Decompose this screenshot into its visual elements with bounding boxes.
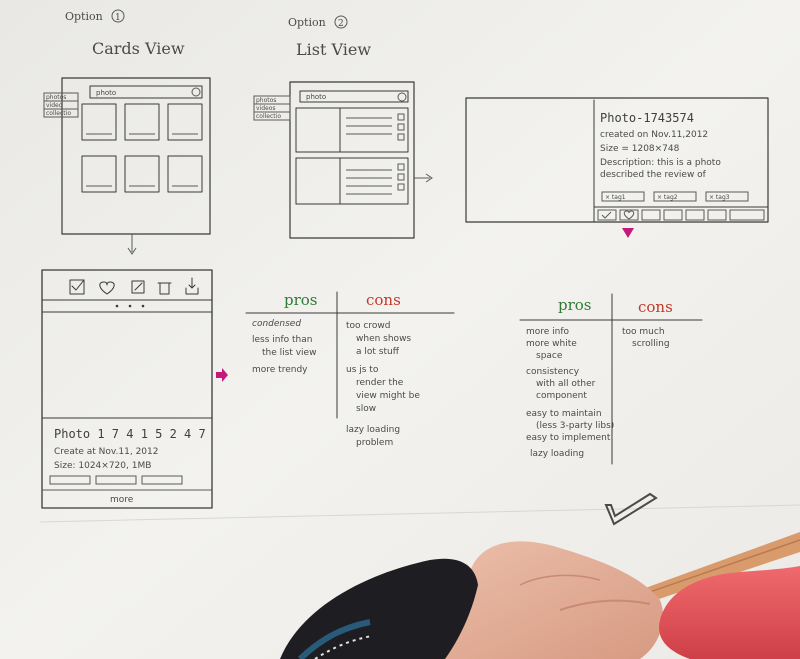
table2-pro-10: lazy loading [530,449,584,459]
cards-view-title: Cards View [92,39,185,58]
option-1-number: 1 [115,13,121,23]
hand [420,541,664,659]
table2-pro-7: easy to maintain [526,409,602,419]
preview-description-2: described the review of [600,170,707,180]
list-tab-photos: photos [256,97,276,104]
detail-more-label: more [110,495,134,505]
option-2-number: 2 [338,19,344,29]
table2-con-2: scrolling [632,339,670,349]
preview-description-1: Description: this is a photo [600,158,721,168]
table1-cons-title: cons [366,291,401,309]
table2-pro-6: component [536,391,587,401]
option-2-heading: Option 2 List View [288,15,371,59]
table2-con-1: too much [622,327,665,337]
table2-pros-title: pros [558,296,592,314]
list-tab-videos: videos [256,105,276,112]
table1-pro-4: more trendy [252,365,308,375]
list-tab-collection: collectio [256,113,281,120]
preview-tag-1: × tag1 [605,194,626,201]
cards-tab-collection: collectio [46,110,71,117]
sleeve [280,558,478,659]
preview-photo-name: Photo-1743574 [600,111,694,125]
table1-con-5: render the [356,378,404,388]
table2-pro-8: (less 3-party libs) [536,421,614,431]
list-preview-wireframe: Photo-1743574 created on Nov.11,2012 Siz… [465,97,769,238]
table1-pro-3: the list view [262,348,316,358]
option-1-label: Option [65,10,103,23]
arrow-right-magenta [216,368,228,382]
cards-view-wireframe: photo photos video collectio [43,77,211,255]
table2-cons-title: cons [638,298,673,316]
option-1-heading: Option 1 Cards View [65,9,185,58]
table2-pro-3: space [536,351,563,361]
table2-pro-4: consistency [526,367,580,377]
preview-toolbar [597,209,765,221]
preview-tag-2: × tag2 [657,194,678,201]
detail-size: Size: 1024×720, 1MB [54,461,151,471]
cards-search-label: photo [96,89,116,97]
table1-con-1: too crowd [346,321,390,331]
preview-created: created on Nov.11,2012 [600,130,708,140]
option-2-label: Option [288,16,326,29]
table1-con-2: when shows [356,334,411,344]
pros-cons-table-1: pros cons condensed less info than the l… [245,291,455,448]
table1-con-9: problem [356,438,393,448]
list-view-title: List View [296,40,371,59]
edit-icon [131,280,145,294]
card-detail-wireframe: Photo 1 7 4 1 5 2 4 7 Create at Nov.11, … [41,269,213,509]
list-view-wireframe: photo photos videos collectio [253,81,433,239]
table1-pro-1: condensed [252,319,301,329]
paper-fold [39,504,800,523]
table1-con-3: a lot stuff [356,347,400,357]
table2-pro-1: more info [526,327,570,337]
table1-pros-title: pros [284,291,318,309]
preview-size: Size = 1208×748 [600,144,680,154]
checkbox-icon [69,279,85,295]
table2-pro-5: with all other [536,379,596,389]
arrow-down-magenta [622,228,634,238]
heart-icon [623,210,635,220]
checkmark-drawing [604,492,658,526]
cards-tab-photos: photos [46,94,66,101]
eraser [659,566,800,659]
detail-created: Create at Nov.11, 2012 [54,447,158,457]
table1-con-4: us js to [346,365,379,375]
list-search-label: photo [306,93,326,101]
table1-pro-2: less info than [252,335,312,345]
table1-con-7: slow [356,404,376,414]
preview-tag-3: × tag3 [709,194,730,201]
detail-photo-name: Photo 1 7 4 1 5 2 4 7 [54,427,206,441]
table1-con-6: view might be [356,391,420,401]
heart-icon [99,281,115,295]
table1-con-8: lazy loading [346,425,400,435]
table2-pro-9: easy to implement [526,433,611,443]
pros-cons-table-2: pros cons more info more white space con… [519,293,703,465]
cards-tab-video: video [46,102,63,109]
download-icon [185,277,199,295]
check-icon [601,211,612,219]
table2-pro-2: more white [526,339,577,349]
